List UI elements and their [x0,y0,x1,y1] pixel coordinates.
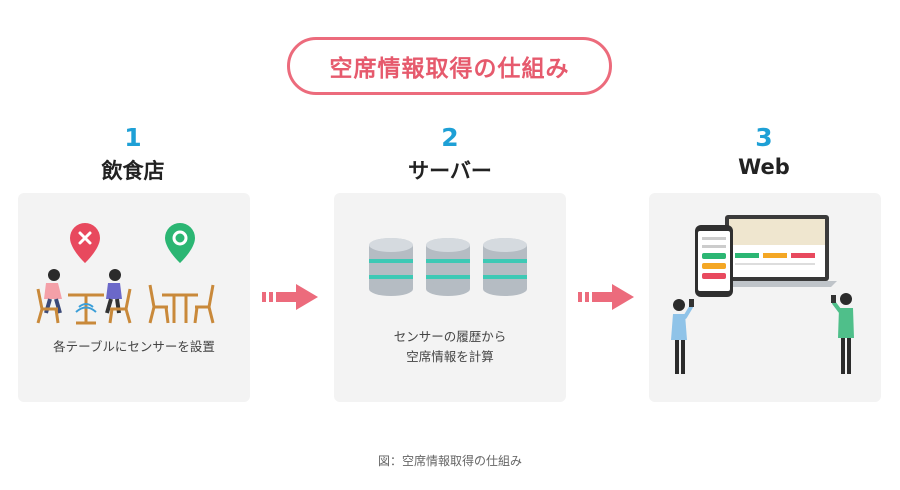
smartphone-icon [695,225,733,297]
database-icon [369,238,413,296]
step-3-label: Web [738,155,790,179]
restaurant-description: 各テーブルにセンサーを設置 [53,339,215,354]
laptop-icon [717,215,837,287]
flow-arrow-2 [578,284,634,310]
x-location-pin-icon [70,223,100,263]
server-description-line-1: センサーの履歴から [393,329,507,344]
restaurant-illustration [36,223,215,325]
step-1-label: 飲食店 [101,159,165,183]
person-with-phone-left [671,299,694,374]
web-illustration [671,215,854,374]
person-right [105,269,122,314]
step-2-label: サーバー [408,159,492,183]
circle-location-pin-icon [165,223,195,263]
database-icon [483,238,527,296]
web-panel [649,193,881,402]
server-description-line-2: 空席情報を計算 [406,349,494,364]
diagram-title: 空席情報取得の仕組み [287,37,612,95]
step-1-number: 1 [124,123,142,152]
flow-arrow-1 [262,284,318,310]
step-3-number: 3 [755,123,773,152]
step-2-number: 2 [441,123,459,152]
sensor-wave-icon [75,303,97,313]
server-illustration [369,238,527,296]
restaurant-panel: 各テーブルにセンサーを設置 [18,193,250,402]
server-panel: センサーの履歴から 空席情報を計算 [334,193,566,402]
database-icon [426,238,470,296]
person-with-phone-right [831,293,854,374]
person-left [44,269,62,314]
figure-caption: 図：空席情報取得の仕組み [377,454,522,468]
